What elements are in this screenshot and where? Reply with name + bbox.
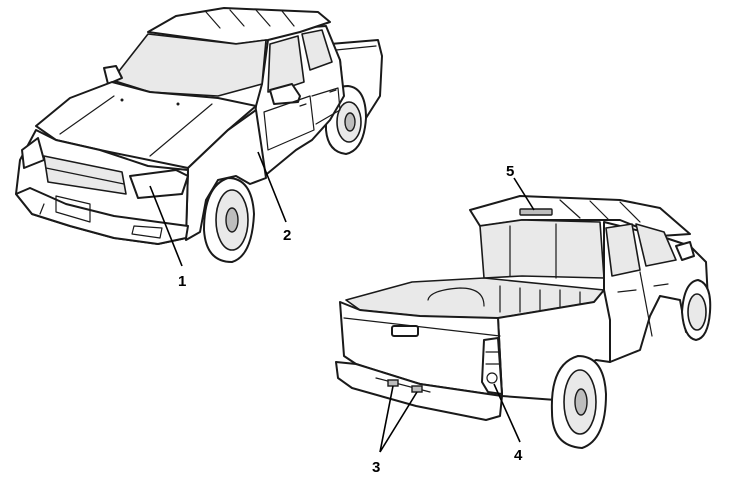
callout-2: 2 <box>283 227 291 244</box>
leader-lines <box>149 151 535 453</box>
leader-line-4 <box>493 383 521 443</box>
callout-5: 5 <box>506 163 514 180</box>
callout-labels: 1 2 3 4 5 <box>178 163 523 476</box>
rear-view-truck <box>335 195 712 449</box>
front-view-truck <box>15 7 383 263</box>
tailgate-handle <box>391 325 419 337</box>
leader-line-5 <box>513 177 535 211</box>
license-plate-lamp-right <box>411 385 423 393</box>
leader-line-3a <box>379 385 394 453</box>
callout-3: 3 <box>372 459 380 476</box>
callout-4: 4 <box>514 447 523 464</box>
leader-line-2 <box>257 151 287 223</box>
leader-line-3b <box>379 391 418 453</box>
license-plate-lamp-left <box>387 379 399 387</box>
rear-combination-lamp <box>481 337 503 395</box>
leader-line-1 <box>149 185 183 267</box>
callout-1: 1 <box>178 273 186 290</box>
high-mount-stop-lamp <box>519 208 553 216</box>
